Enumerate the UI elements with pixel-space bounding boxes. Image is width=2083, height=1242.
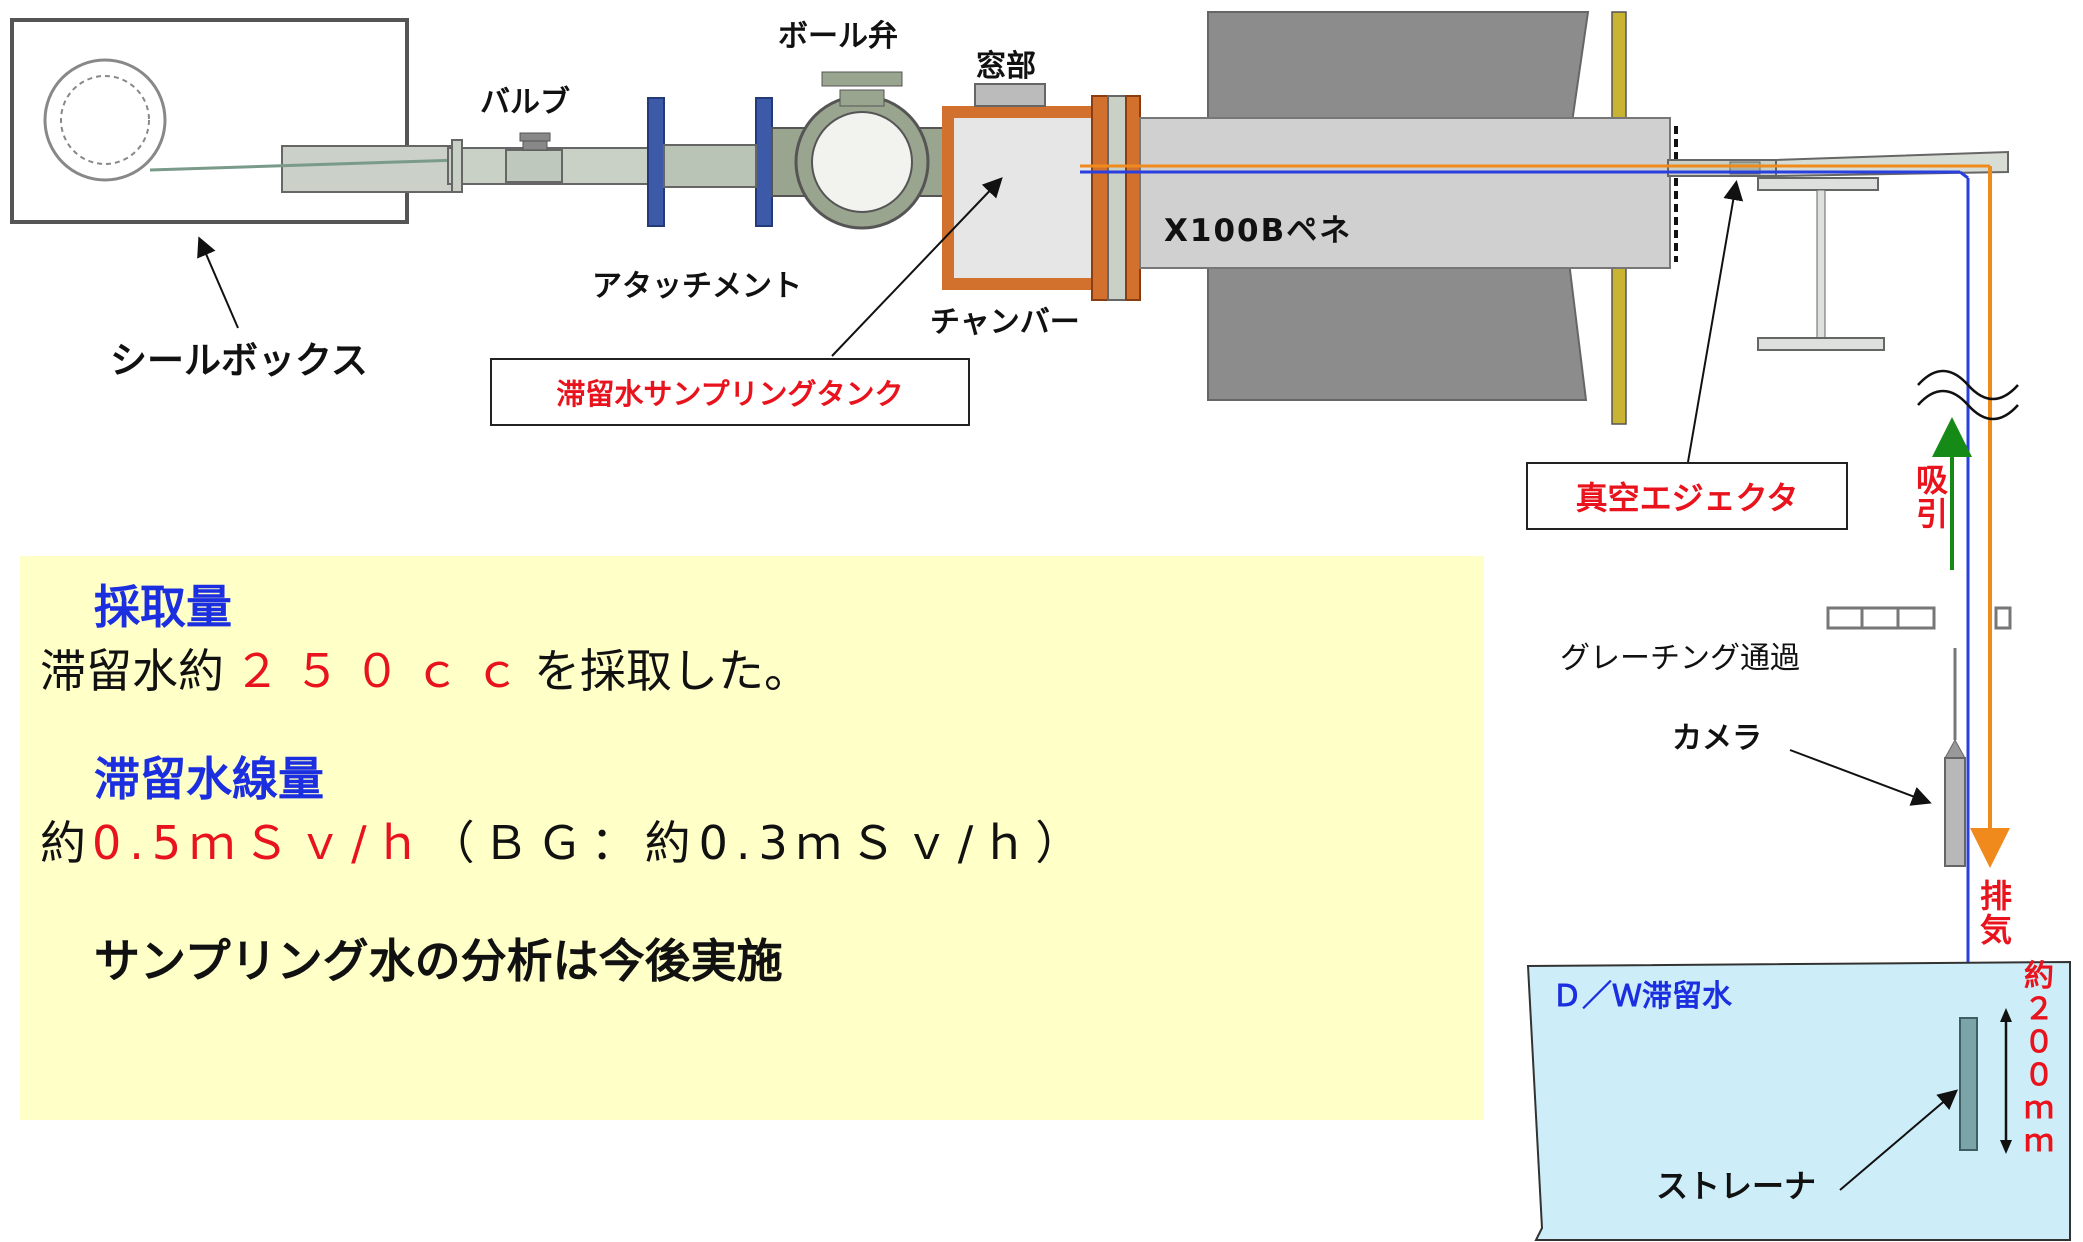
- label-attachment: アタッチメント: [592, 269, 802, 304]
- label-camera: カメラ: [1672, 721, 1762, 756]
- camera: [1944, 648, 1966, 867]
- depth-dimension-arrow: [2000, 1008, 2012, 1154]
- valve: [519, 132, 551, 151]
- label-ball-valve: ボール弁: [778, 19, 898, 54]
- label-sampling-tank: 滞留水サンプリングタンク: [490, 358, 970, 426]
- sample-value: ２５０ｃｃ: [234, 644, 534, 698]
- label-suction: 吸 引: [1916, 461, 1949, 533]
- seal-box: [10, 18, 461, 224]
- label-penetration: X100Bペネ: [1164, 213, 1353, 249]
- hose-lines: [1080, 164, 2010, 1030]
- chamber: [942, 83, 1678, 301]
- label-grating: グレーチング通過: [1560, 641, 1800, 676]
- label-strainer: ストレーナ: [1656, 1167, 1817, 1205]
- dose-suffix: （ＢＧ：約0.3ｍＳｖ/ｈ）: [428, 816, 1090, 870]
- label-dw-water: Ｄ／Ｗ滞留水: [1552, 979, 1732, 1014]
- label-seal-box: シールボックス: [110, 339, 368, 382]
- label-depth: 約 ２ ０ ０ ｍ ｍ: [2024, 959, 2054, 1159]
- grating: [1826, 606, 2012, 630]
- break-symbol: [1917, 369, 2019, 421]
- strainer: [1959, 1017, 1978, 1151]
- dose-heading: 滞留水線量: [94, 752, 324, 806]
- attachment-flanges: [647, 97, 773, 227]
- sample-heading: 採取量: [94, 580, 232, 634]
- label-valve: バルブ: [480, 85, 570, 120]
- dose-prefix: 約: [40, 816, 92, 870]
- dw-water: [1526, 960, 2071, 1241]
- label-window: 窓部: [976, 49, 1036, 84]
- vacuum-ejector: [1667, 150, 2009, 351]
- label-chamber: チャンバー: [930, 305, 1080, 340]
- dose-value: 0.5ｍＳｖ/ｈ: [92, 816, 429, 870]
- cable-reel: [43, 58, 167, 182]
- analysis-note: サンプリング水の分析は今後実施: [94, 934, 783, 988]
- ball-valve: [771, 71, 953, 230]
- sample-prefix: 滞留水約: [40, 644, 224, 698]
- sample-suffix: を採取した。: [534, 644, 810, 698]
- dose-line: 約0.5ｍＳｖ/ｈ（ＢＧ：約0.3ｍＳｖ/ｈ）: [40, 820, 1089, 866]
- label-vacuum-ejector: 真空エジェクタ: [1526, 462, 1848, 530]
- leader-lines: [197, 177, 1959, 1191]
- label-exhaust: 排 気: [1980, 877, 2013, 949]
